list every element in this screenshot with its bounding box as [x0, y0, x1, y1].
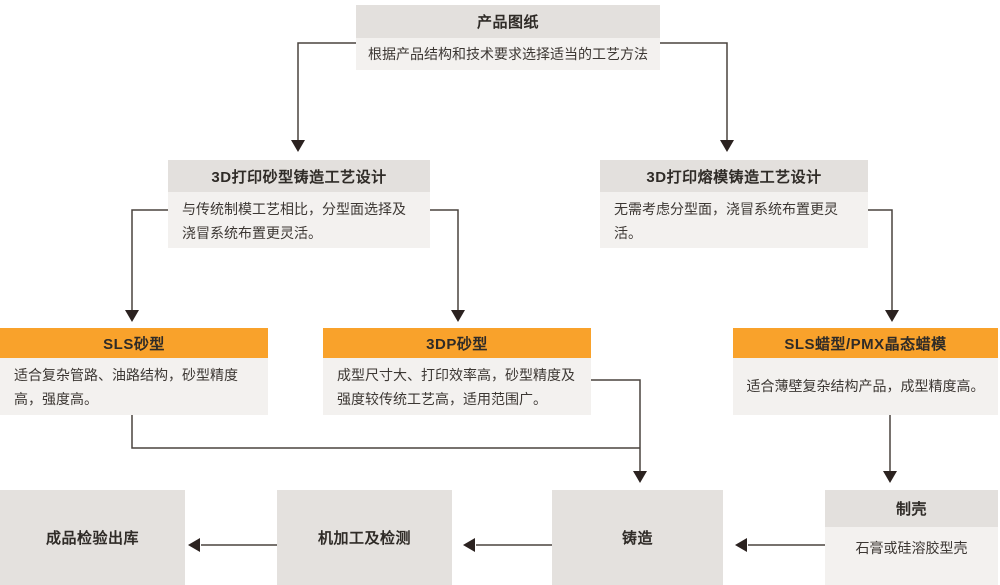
connector-drawing-to-sand-process: [291, 42, 356, 152]
node-investment-process-title: 3D打印熔模铸造工艺设计: [600, 160, 868, 192]
node-product-drawing: 产品图纸 根据产品结构和技术要求选择适当的工艺方法: [356, 5, 660, 70]
connector-drawing-to-investment-process: [660, 42, 734, 152]
connector-machining-to-inspection: [188, 538, 277, 552]
node-sls-sand-title: SLS砂型: [0, 328, 268, 358]
connector-sls-sand-to-casting: [131, 415, 640, 449]
node-sand-mold-process-title: 3D打印砂型铸造工艺设计: [168, 160, 430, 192]
node-sand-mold-process-desc: 与传统制模工艺相比，分型面选择及浇冒系统布置更灵活。: [168, 192, 430, 248]
node-3dp-sand-title: 3DP砂型: [323, 328, 591, 358]
node-investment-process-desc: 无需考虑分型面，浇冒系统布置更灵活。: [600, 192, 868, 248]
node-shell-making: 制壳 石膏或硅溶胶型壳: [825, 490, 998, 585]
connector-sandprocess-to-sls-sand: [125, 209, 168, 322]
connector-investment-to-sls-wax: [868, 209, 899, 322]
node-sls-sand: SLS砂型 适合复杂管路、油路结构，砂型精度高，强度高。: [0, 328, 268, 415]
node-product-drawing-desc: 根据产品结构和技术要求选择适当的工艺方法: [356, 38, 660, 70]
connector-3dp-sand-to-casting: [591, 379, 647, 483]
connector-shell-to-casting: [735, 538, 825, 552]
node-sand-mold-process: 3D打印砂型铸造工艺设计 与传统制模工艺相比，分型面选择及浇冒系统布置更灵活。: [168, 160, 430, 248]
node-sls-wax: SLS蜡型/PMX晶态蜡模 适合薄壁复杂结构产品，成型精度高。: [733, 328, 998, 415]
node-shell-making-desc: 石膏或硅溶胶型壳: [825, 527, 998, 585]
connector-casting-to-machining: [463, 538, 552, 552]
node-product-drawing-title: 产品图纸: [356, 5, 660, 38]
node-final-inspection: 成品检验出库: [0, 490, 185, 585]
node-shell-making-title: 制壳: [825, 490, 998, 527]
node-sls-wax-title: SLS蜡型/PMX晶态蜡模: [733, 328, 998, 358]
node-3dp-sand: 3DP砂型 成型尺寸大、打印效率高，砂型精度及强度较传统工艺高，适用范围广。: [323, 328, 591, 415]
node-casting: 铸造: [552, 490, 723, 585]
connector-sls-wax-to-shell: [883, 415, 897, 483]
connector-sandprocess-to-3dp-sand: [430, 209, 465, 322]
node-sls-wax-desc: 适合薄壁复杂结构产品，成型精度高。: [733, 358, 998, 415]
node-machining: 机加工及检测: [277, 490, 452, 585]
node-investment-process: 3D打印熔模铸造工艺设计 无需考虑分型面，浇冒系统布置更灵活。: [600, 160, 868, 248]
node-3dp-sand-desc: 成型尺寸大、打印效率高，砂型精度及强度较传统工艺高，适用范围广。: [323, 358, 591, 415]
node-sls-sand-desc: 适合复杂管路、油路结构，砂型精度高，强度高。: [0, 358, 268, 415]
